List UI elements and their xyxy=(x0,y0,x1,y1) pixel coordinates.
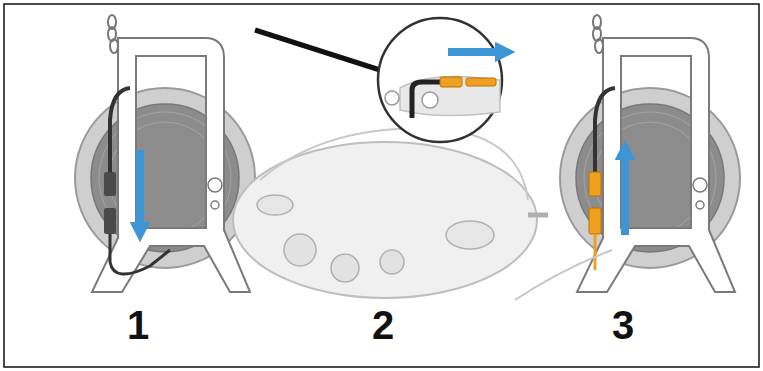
cable xyxy=(412,82,440,118)
cable-reel xyxy=(75,15,255,292)
rov-thruster xyxy=(257,195,293,215)
direction-arrow xyxy=(621,150,629,235)
connector xyxy=(440,77,462,87)
pointer-line xyxy=(255,30,380,70)
connector xyxy=(466,78,496,86)
connector xyxy=(589,208,601,234)
tether xyxy=(515,250,612,300)
rov-knob xyxy=(385,91,399,105)
connector xyxy=(104,208,116,234)
cable xyxy=(110,88,130,175)
direction-arrow xyxy=(448,48,505,56)
step-number: 3 xyxy=(612,305,634,345)
rov-knob xyxy=(422,92,438,108)
rov-shell xyxy=(260,129,528,200)
step-number: 1 xyxy=(127,305,149,345)
direction-arrow xyxy=(136,150,144,232)
rov-camera xyxy=(331,254,359,282)
cable xyxy=(595,88,615,175)
rov-light xyxy=(284,234,316,266)
rov-thruster xyxy=(446,221,494,249)
magnifier xyxy=(378,18,502,142)
connector xyxy=(104,172,116,196)
rov-light xyxy=(380,250,404,274)
cable xyxy=(110,234,170,274)
step-number: 2 xyxy=(372,305,394,345)
frame-border xyxy=(4,4,759,367)
connector xyxy=(589,172,601,196)
rov-handle xyxy=(528,213,548,218)
cable xyxy=(594,234,597,270)
cable-reel xyxy=(560,15,740,292)
